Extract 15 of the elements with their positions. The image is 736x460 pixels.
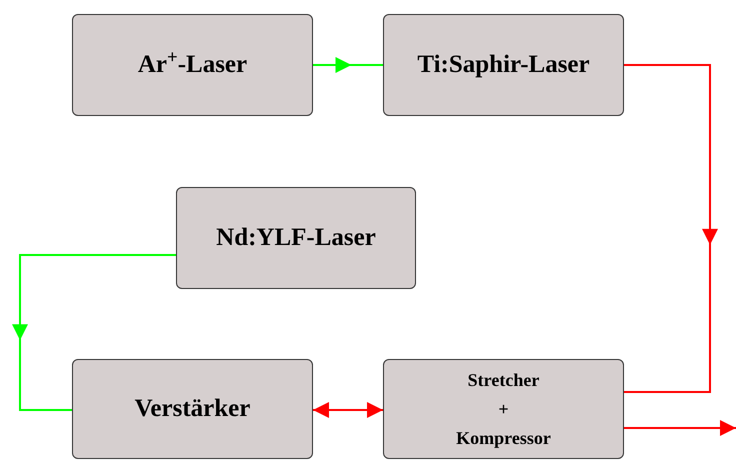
process-box	[383, 359, 624, 459]
arrow	[12, 254, 176, 411]
process-box	[72, 14, 313, 116]
arrow	[624, 420, 736, 436]
arrow	[313, 402, 383, 418]
box-label: Stretcher + Kompressor	[455, 368, 552, 450]
process-box	[383, 14, 624, 116]
process-box	[176, 187, 416, 289]
arrow	[624, 64, 718, 393]
process-box	[72, 359, 313, 459]
box-label: Nd:YLF-Laser	[216, 223, 376, 254]
arrow	[313, 57, 383, 73]
box-label: Ar$^{+}$-Laser	[138, 46, 248, 80]
box-label: Verstärker	[134, 394, 250, 424]
box-label: Ti:Saphir-Laser	[417, 50, 590, 80]
